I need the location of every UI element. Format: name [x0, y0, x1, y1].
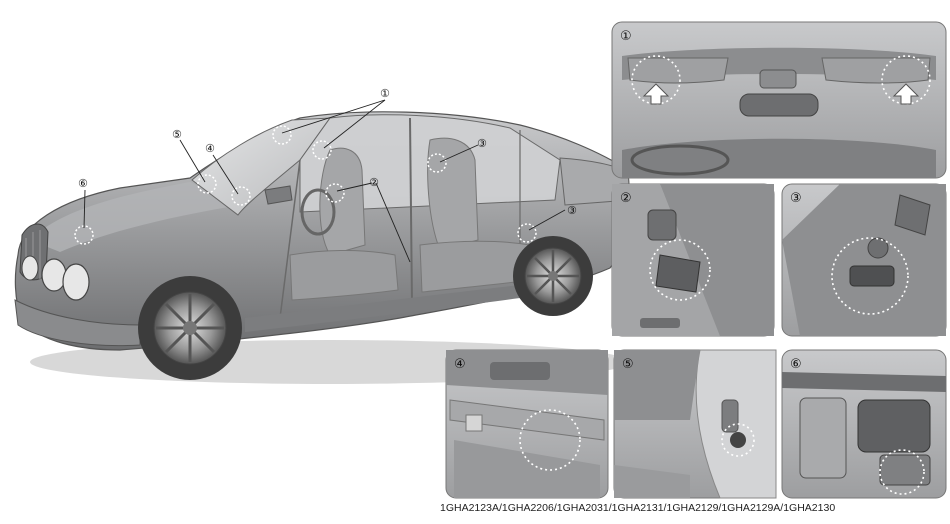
- detail-panel-5: ⑤: [613, 349, 777, 499]
- callout-4: ④: [205, 142, 215, 155]
- dash-handle: [721, 399, 739, 433]
- panel-6-target: [879, 449, 925, 495]
- rear-latch: [894, 194, 931, 236]
- rear-switch: [849, 265, 895, 287]
- callout-3a: ③: [477, 137, 487, 150]
- dash-face: [614, 350, 700, 420]
- dashboard: [622, 138, 936, 178]
- target-circle-2: [325, 183, 345, 203]
- panel-3-label: ③: [790, 191, 802, 206]
- car-target-circles: [74, 125, 537, 245]
- sill-detail: [640, 318, 680, 328]
- rear-view-mirror: [739, 93, 819, 117]
- steering-wheel-top: [630, 144, 730, 176]
- car-callouts: ① ② ③ ③ ④ ⑤ ⑥: [78, 87, 577, 217]
- target-circle-4: [231, 186, 251, 206]
- front-seat: [319, 147, 366, 256]
- dash-lower: [614, 465, 690, 498]
- panel-1-target-right: [881, 55, 931, 105]
- lock-knob: [867, 237, 889, 259]
- air-filter: [857, 399, 931, 453]
- target-circle-1a: [272, 125, 292, 145]
- figure-caption: 1GHA2123A/1GHA2206/1GHA2031/1GHA2131/1GH…: [440, 502, 836, 514]
- engine-block: [799, 397, 847, 479]
- callout-1: ①: [380, 87, 390, 100]
- front-cushion: [289, 249, 399, 301]
- callout-5: ⑤: [172, 128, 182, 141]
- callout-3b: ③: [567, 204, 577, 217]
- front-bumper: [14, 299, 141, 347]
- fuse-box: [879, 454, 931, 486]
- front-wheel: [138, 276, 242, 380]
- up-arrow-icon: [892, 83, 920, 105]
- car-illustration: ① ② ③ ③ ④ ⑤ ⑥: [14, 87, 631, 384]
- steering-wheel: [300, 188, 336, 236]
- target-circle-3a: [427, 153, 447, 173]
- sun-visor-right: [821, 57, 931, 84]
- target-circle-1b: [312, 140, 332, 160]
- callout-6: ⑥: [78, 177, 88, 190]
- target-circle-5: [197, 174, 217, 194]
- panel-5-label: ⑤: [622, 357, 634, 372]
- detail-panel-6: ⑥: [781, 349, 947, 499]
- headlamp: [21, 255, 39, 281]
- detail-panel-1: ①: [611, 21, 947, 179]
- glovebox-slot: [490, 362, 550, 380]
- rear-wheel: [513, 236, 593, 316]
- dash-switch-knob: [730, 432, 746, 448]
- panel-4-label: ④: [454, 357, 466, 372]
- panel-4-target: [519, 409, 581, 471]
- target-circle-3b: [517, 223, 537, 243]
- target-circle-6: [74, 225, 94, 245]
- panel-1-target-left: [631, 55, 681, 105]
- door-switch: [655, 254, 701, 293]
- panel-2-label: ②: [620, 191, 632, 206]
- rear-seat: [427, 137, 479, 251]
- panel-2-target: [649, 239, 711, 301]
- callout-2: ②: [369, 176, 379, 189]
- car-hood: [30, 182, 240, 252]
- panel-6-label: ⑥: [790, 357, 802, 372]
- up-arrow-icon: [642, 83, 670, 105]
- leader-lines: [83, 99, 566, 263]
- panel-5-target: [721, 423, 755, 457]
- detail-panel-2: ②: [611, 183, 775, 337]
- detail-panel-3: ③: [781, 183, 947, 337]
- headlamp: [41, 258, 67, 292]
- glovebox-tab: [465, 414, 483, 432]
- headlamp: [62, 263, 90, 301]
- detail-panel-4: ④: [445, 349, 609, 499]
- car-b-pillar: [409, 117, 413, 306]
- hood-edge: [782, 372, 946, 392]
- side-sill: [245, 285, 520, 332]
- glovebox-lower: [454, 440, 600, 498]
- door-panel: [660, 184, 774, 336]
- panel-3-target: [831, 237, 909, 315]
- side-mirror: [264, 185, 293, 205]
- panel-1-label: ①: [620, 29, 632, 44]
- mirror-mount: [759, 69, 797, 89]
- car-a-pillar: [279, 159, 301, 319]
- door-latch: [647, 209, 677, 241]
